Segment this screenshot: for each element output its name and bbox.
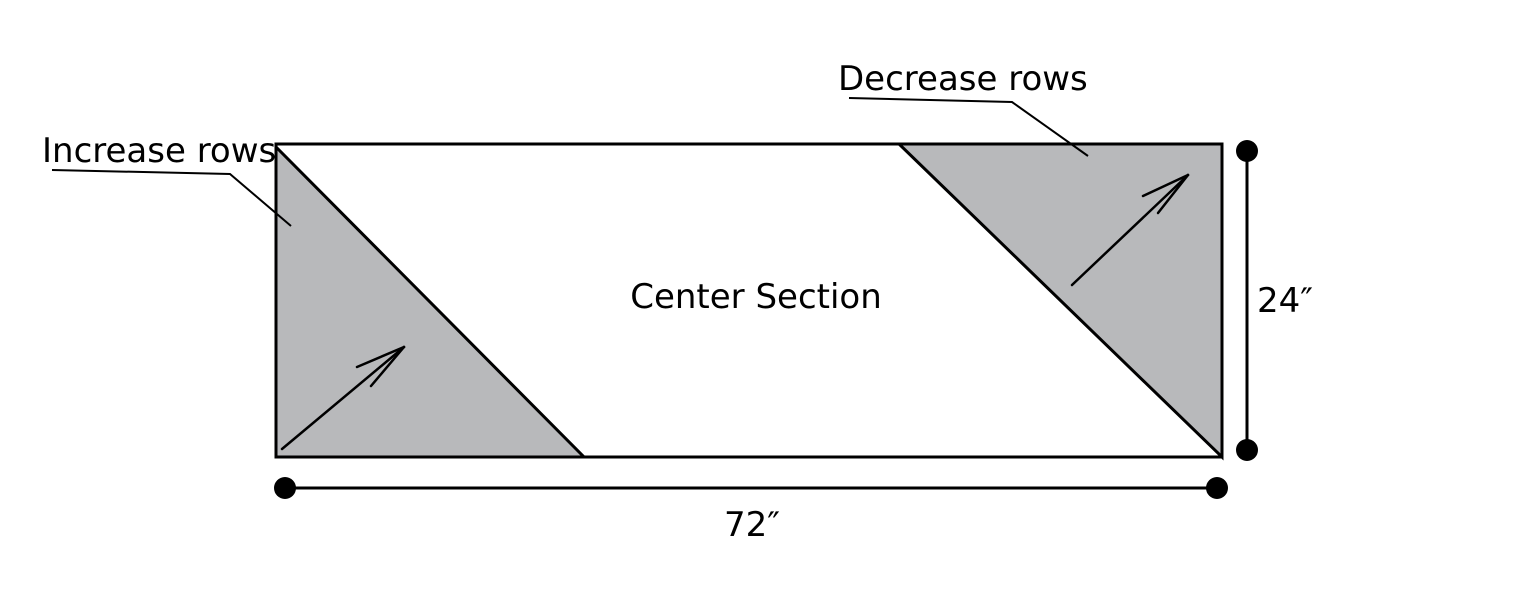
width-dimension (274, 477, 1228, 499)
increase-leader-line (51, 169, 292, 227)
increase-rows-label: Increase rows (42, 131, 276, 171)
right-direction-arrow-icon (1070, 173, 1190, 287)
height-dimension (1236, 140, 1258, 461)
height-label: 24″ (1257, 281, 1313, 321)
width-label: 72″ (724, 505, 780, 545)
left-direction-arrow-icon (280, 345, 406, 451)
height-endpoint-bottom (1236, 439, 1258, 461)
decrease-leader-line (848, 97, 1089, 157)
height-endpoint-top (1236, 140, 1258, 162)
center-section-label: Center Section (630, 277, 882, 317)
decrease-rows-label: Decrease rows (838, 59, 1088, 99)
width-endpoint-right (1206, 477, 1228, 499)
width-endpoint-left (274, 477, 296, 499)
panel-border (274, 142, 1224, 459)
